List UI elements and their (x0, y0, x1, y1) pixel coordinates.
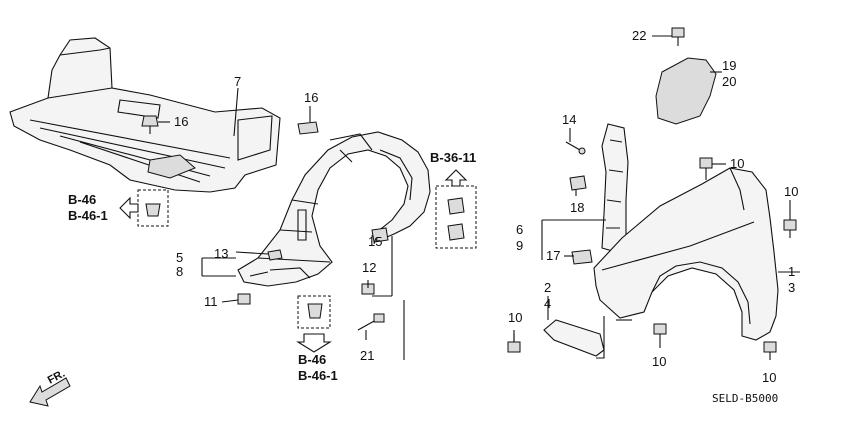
callout-8: 8 (176, 264, 183, 279)
reference-detail-left (119, 189, 169, 227)
reference-label-b36-11: B-36-11 (430, 150, 476, 165)
callout-10-a: 10 (730, 156, 744, 171)
under-cover-part (9, 37, 281, 193)
callout-19: 19 (722, 58, 736, 73)
fender-part (593, 167, 779, 341)
screw-11 (237, 293, 251, 305)
fasteners (141, 27, 797, 353)
callout-17: 17 (546, 248, 560, 263)
callout-10-d: 10 (652, 354, 666, 369)
bolt-10e (763, 341, 777, 353)
reference-label-b46-1-left: B-46-1 (68, 208, 108, 223)
callout-12: 12 (362, 260, 376, 275)
callout-4: 4 (544, 296, 551, 311)
callout-21: 21 (360, 348, 374, 363)
inner-fender-part (237, 131, 431, 287)
screw-14 (565, 141, 586, 155)
clip-17 (571, 249, 593, 265)
callout-7: 7 (234, 74, 241, 89)
bolt-10a (699, 157, 713, 180)
callout-10-c: 10 (508, 310, 522, 325)
callout-6: 6 (516, 222, 523, 237)
bolt-10d (653, 323, 667, 335)
callout-16-a: 16 (174, 114, 188, 129)
reference-detail-bottom (296, 295, 332, 353)
callout-10-b: 10 (784, 184, 798, 199)
clip-13 (267, 249, 283, 261)
reference-label-b46-left: B-46 (68, 192, 96, 207)
front-direction-arrow (29, 377, 71, 407)
callout-11: 11 (204, 294, 218, 309)
callout-15: 15 (368, 234, 382, 249)
diagram-code: SELD-B5000 (712, 392, 778, 405)
callout-14: 14 (562, 112, 576, 127)
screw-21 (357, 313, 385, 331)
callout-5: 5 (176, 250, 183, 265)
callout-16-b: 16 (304, 90, 318, 105)
clip-16a (141, 115, 159, 134)
reference-label-b46-1-bottom: B-46-1 (298, 368, 338, 383)
callout-3: 3 (788, 280, 795, 295)
reference-label-b46-bottom: B-46 (298, 352, 326, 367)
callout-18: 18 (570, 200, 584, 215)
callout-22: 22 (632, 28, 646, 43)
callout-2: 2 (544, 280, 551, 295)
reference-detail-top-right (435, 169, 477, 249)
clip-18 (569, 175, 587, 191)
bolt-10b (783, 219, 797, 238)
callout-1: 1 (788, 264, 795, 279)
fender-bracket-part (601, 123, 629, 253)
callout-20: 20 (722, 74, 736, 89)
leader-lines (158, 35, 800, 360)
fender-lower-bracket-part (543, 319, 605, 357)
insulator-part (655, 57, 717, 125)
clip-16b (297, 121, 319, 135)
callout-10-e: 10 (762, 370, 776, 385)
callout-9: 9 (516, 238, 523, 253)
bolt-22 (671, 27, 685, 46)
callout-13: 13 (214, 246, 228, 261)
